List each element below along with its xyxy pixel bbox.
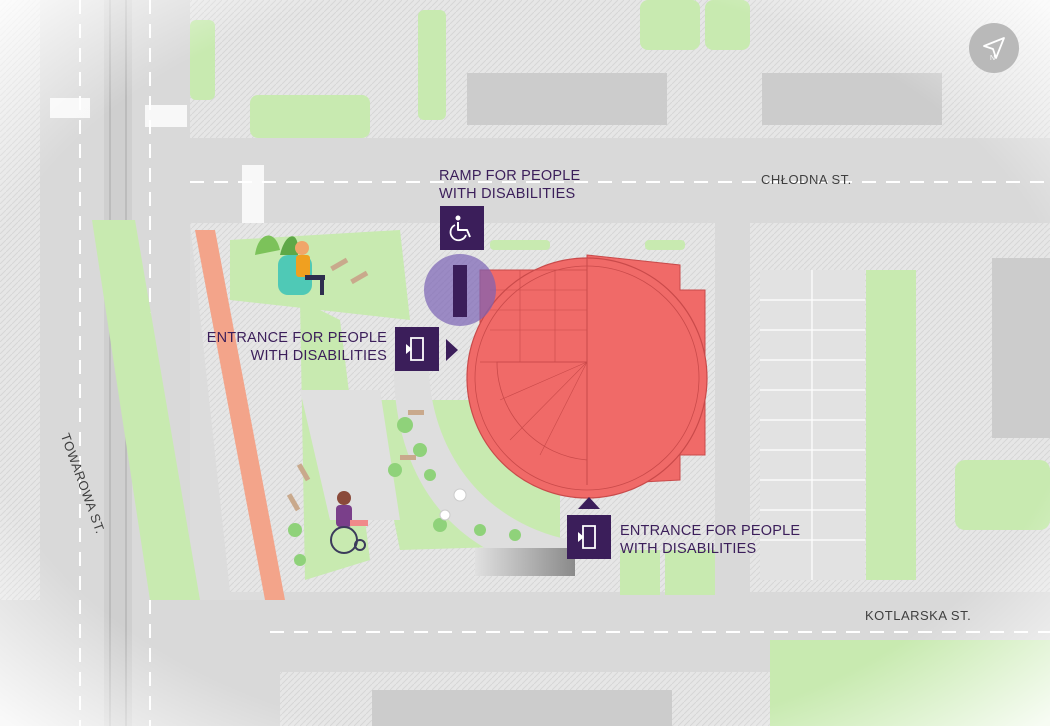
entrance-south-pointer bbox=[578, 497, 600, 509]
north-arrow-icon: N bbox=[983, 37, 1005, 62]
svg-text:N: N bbox=[990, 55, 995, 62]
entrance-west-marker[interactable] bbox=[395, 327, 439, 371]
street-label-kotlarska: KOTLARSKA ST. bbox=[865, 608, 972, 623]
door-entrance-icon bbox=[578, 525, 596, 549]
person-sitting-illustration bbox=[255, 235, 325, 295]
wheelchair-user-illustration bbox=[330, 491, 368, 554]
entrance-south-label: ENTRANCE FOR PEOPLE WITH DISABILITIES bbox=[620, 523, 801, 557]
entrance-west-pointer bbox=[446, 339, 458, 361]
wheelchair-icon bbox=[449, 215, 471, 242]
ramp-label: RAMP FOR PEOPLE WITH DISABILITIES bbox=[439, 168, 581, 202]
entrance-south-marker[interactable] bbox=[567, 515, 611, 559]
door-entrance-icon bbox=[406, 337, 424, 361]
entrance-west-label: ENTRANCE FOR PEOPLE WITH DISABILITIES bbox=[206, 330, 387, 364]
compass-button[interactable]: N bbox=[969, 23, 1019, 73]
ramp-marker[interactable] bbox=[440, 206, 484, 250]
street-label-chlodna: CHŁODNA ST. bbox=[761, 172, 852, 187]
